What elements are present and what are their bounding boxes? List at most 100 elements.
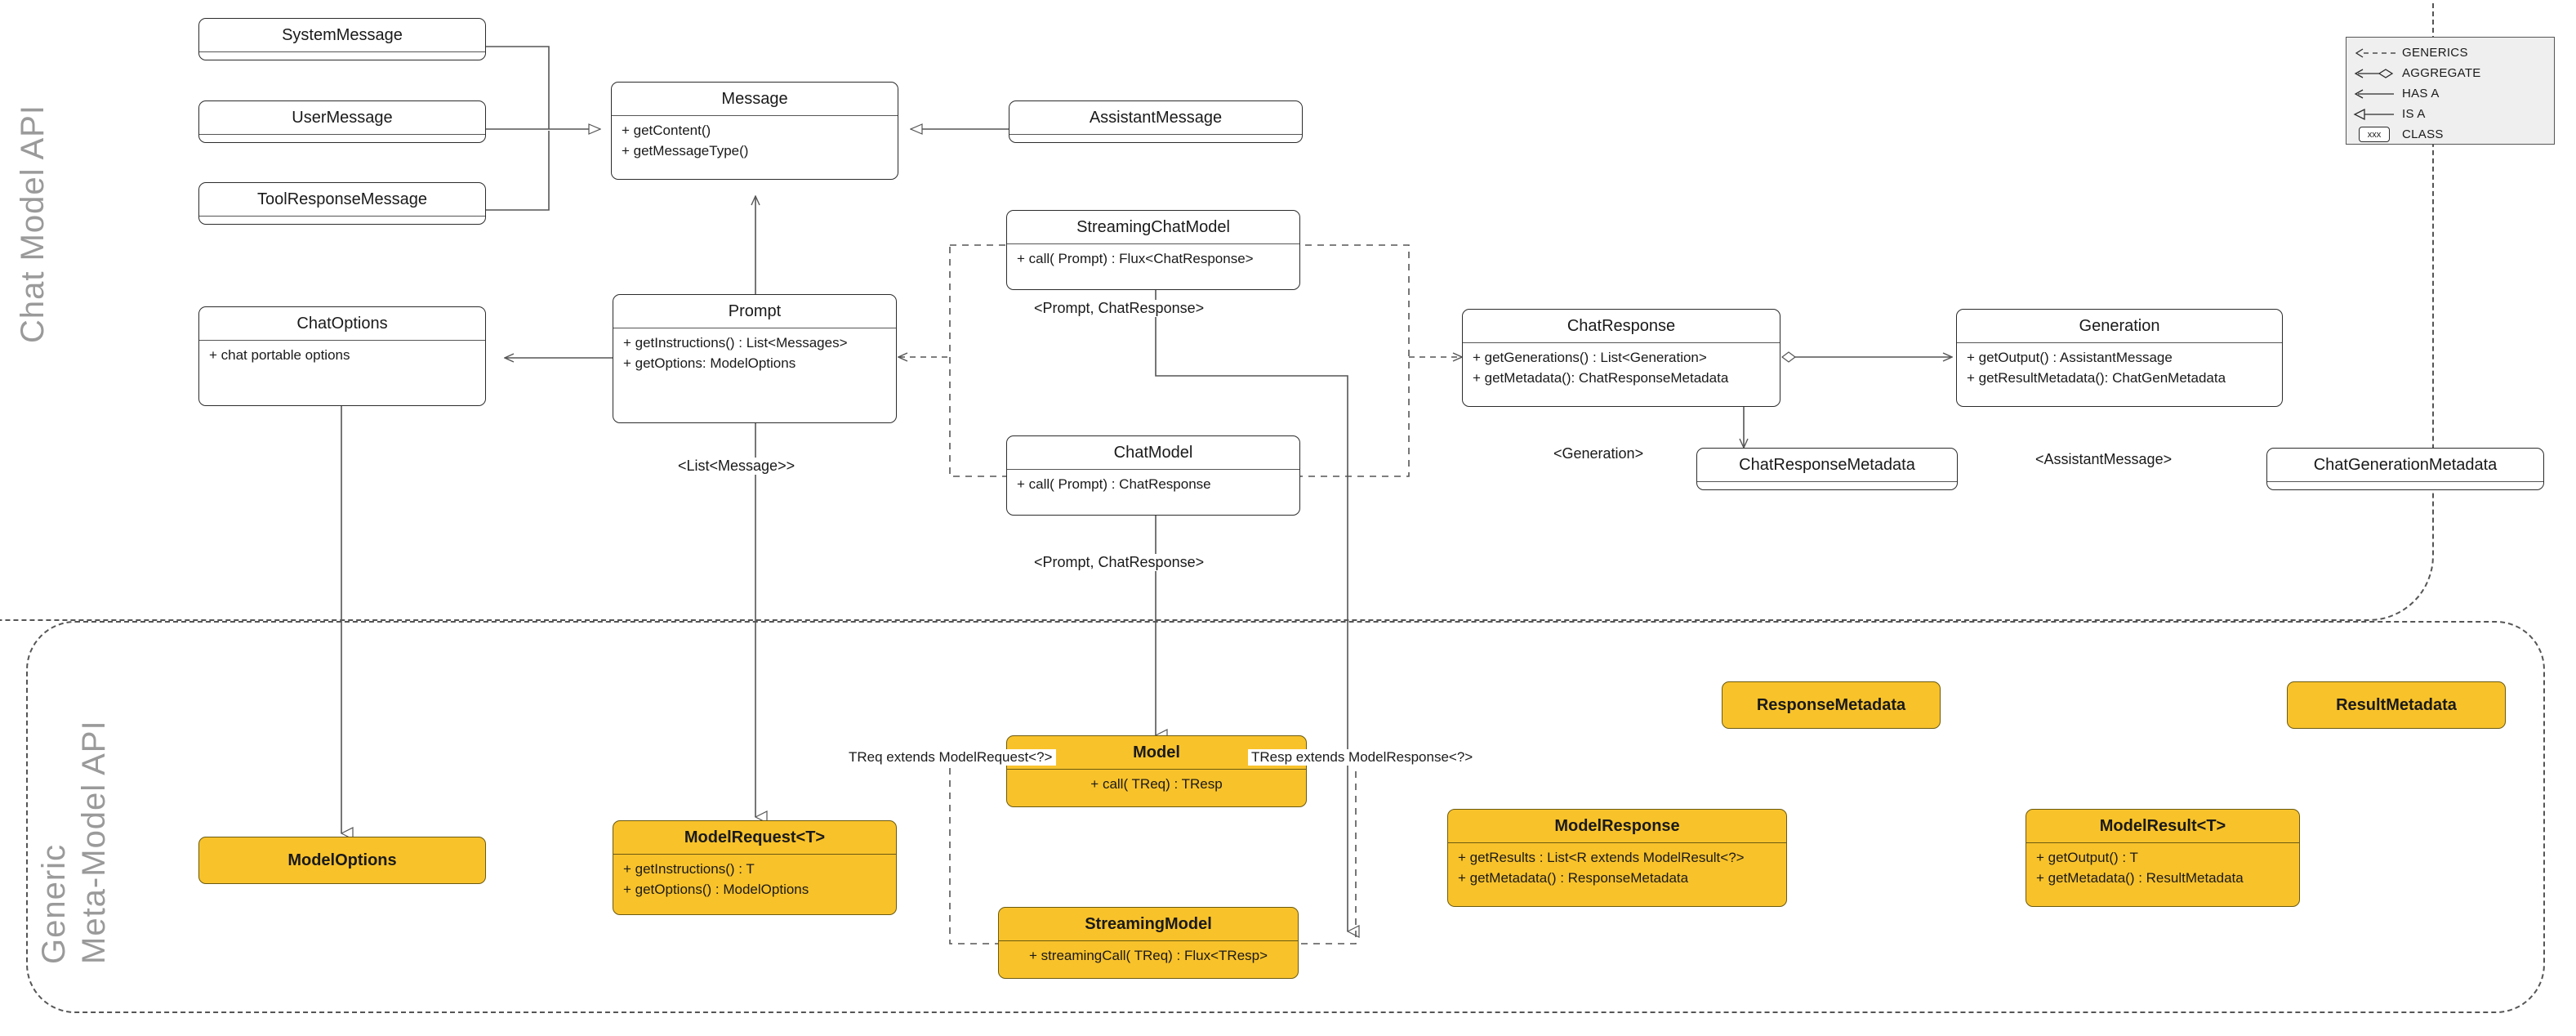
legend-label: HAS A — [2402, 87, 2440, 100]
group-label-chat-model-api: Chat Model API — [15, 105, 51, 343]
class-box-response-metadata[interactable]: ResponseMetadata — [1722, 681, 1941, 729]
class-name: Generation — [2079, 317, 2160, 335]
dashed-arrow-left-icon — [2346, 47, 2402, 59]
class-name: ChatGenerationMetadata — [2313, 456, 2498, 474]
legend-class-box-text: xxx — [2359, 127, 2390, 142]
class-box-model-options[interactable]: ModelOptions — [198, 837, 486, 884]
class-name: ResponseMetadata — [1756, 695, 1906, 714]
class-name: ModelResponse — [1554, 817, 1680, 835]
class-name: ChatResponseMetadata — [1739, 456, 1915, 474]
class-member: + getGenerations() : List<Generation> — [1473, 350, 1707, 365]
class-members: + getResults : List<R extends ModelResul… — [1448, 842, 1786, 906]
class-member: + streamingCall( TReq) : Flux<TResp> — [1028, 948, 1268, 963]
class-members — [2267, 481, 2543, 489]
class-box-chat-options[interactable]: ChatOptions + chat portable options — [198, 306, 486, 406]
class-box-user-message[interactable]: UserMessage — [198, 100, 486, 143]
arrow-diamond-left-icon — [2346, 67, 2402, 80]
class-member: + getOutput() : AssistantMessage — [1967, 350, 2173, 365]
edge-label-list-message: <List<Message>> — [675, 458, 799, 475]
group-label-line-1: Generic — [36, 843, 72, 964]
class-box-assistant-message[interactable]: AssistantMessage — [1009, 100, 1303, 143]
legend-label: IS A — [2402, 107, 2426, 121]
class-members: + call( Prompt) : Flux<ChatResponse> — [1007, 243, 1299, 289]
legend-label: AGGREGATE — [2402, 66, 2481, 80]
edge-label-assistant-message: <AssistantMessage> — [2032, 451, 2176, 468]
arrow-left-icon — [2346, 88, 2402, 100]
edge-label-tresp-extends: TResp extends ModelResponse<?> — [1248, 749, 1477, 766]
class-name: StreamingModel — [1085, 915, 1212, 933]
class-name: Message — [721, 90, 788, 108]
class-member: + getInstructions() : List<Messages> — [623, 335, 848, 351]
edge-label-treq-extends: TReq extends ModelRequest<?> — [845, 749, 1056, 766]
class-name: ModelResult<T> — [2099, 817, 2226, 835]
class-member: + call( Prompt) : ChatResponse — [1017, 476, 1211, 492]
legend-label: CLASS — [2402, 127, 2444, 141]
legend-row-is-a: IS A — [2346, 104, 2554, 124]
class-member: + getMetadata(): ChatResponseMetadata — [1473, 369, 1729, 386]
class-name: ChatOptions — [296, 315, 388, 333]
legend-row-generics: GENERICS — [2346, 42, 2554, 63]
class-box-system-message[interactable]: SystemMessage — [198, 18, 486, 60]
class-name: Prompt — [728, 302, 782, 320]
legend-row-has-a: HAS A — [2346, 83, 2554, 104]
class-name: ChatResponse — [1567, 317, 1676, 335]
class-name: ModelOptions — [287, 851, 397, 869]
legend-label: GENERICS — [2402, 46, 2468, 60]
class-box-model[interactable]: Model + call( TReq) : TResp — [1006, 735, 1307, 807]
class-members — [199, 51, 485, 60]
class-members — [199, 216, 485, 224]
class-member: + getMetadata() : ResultMetadata — [2036, 869, 2244, 886]
hollow-triangle-left-icon — [2346, 108, 2402, 121]
class-member: + getResultMetadata(): ChatGenMetadata — [1967, 369, 2226, 386]
edge-label-generation: <Generation> — [1550, 445, 1647, 462]
edge-label-prompt-chat-response-top: <Prompt, ChatResponse> — [1031, 300, 1208, 317]
class-member: + call( TReq) : TResp — [1090, 776, 1223, 792]
class-box-chat-response-metadata[interactable]: ChatResponseMetadata — [1696, 448, 1958, 490]
legend-row-class: xxx CLASS — [2346, 124, 2554, 145]
class-box-model-response[interactable]: ModelResponse + getResults : List<R exte… — [1447, 809, 1787, 907]
class-members: + call( TReq) : TResp — [1007, 769, 1306, 806]
class-members: + getOutput() : T + getMetadata() : Resu… — [2026, 842, 2299, 906]
class-box-generation[interactable]: Generation + getOutput() : AssistantMess… — [1956, 309, 2283, 407]
class-name: SystemMessage — [282, 26, 403, 44]
class-name: ToolResponseMessage — [257, 190, 427, 208]
class-member: + call( Prompt) : Flux<ChatResponse> — [1017, 251, 1254, 266]
class-members: + getInstructions() : T + getOptions() :… — [613, 854, 896, 914]
class-box-chat-model[interactable]: ChatModel + call( Prompt) : ChatResponse — [1006, 435, 1300, 516]
class-name: ResultMetadata — [2336, 695, 2457, 714]
class-member: + chat portable options — [209, 347, 350, 363]
class-members: + getGenerations() : List<Generation> + … — [1463, 342, 1780, 406]
class-member: + getMetadata() : ResponseMetadata — [1458, 869, 1689, 886]
edge-label-prompt-chat-response-bottom: <Prompt, ChatResponse> — [1031, 554, 1208, 571]
class-box-tool-response-message[interactable]: ToolResponseMessage — [198, 182, 486, 225]
class-box-model-result[interactable]: ModelResult<T> + getOutput() : T + getMe… — [2026, 809, 2300, 907]
class-name: ModelRequest<T> — [684, 828, 826, 846]
class-box-streaming-chat-model[interactable]: StreamingChatModel + call( Prompt) : Flu… — [1006, 210, 1300, 290]
class-member: + getOptions: ModelOptions — [623, 355, 796, 371]
class-members: + chat portable options — [199, 340, 485, 405]
class-box-model-request[interactable]: ModelRequest<T> + getInstructions() : T … — [613, 820, 897, 915]
class-name: AssistantMessage — [1089, 109, 1223, 127]
class-box-result-metadata[interactable]: ResultMetadata — [2287, 681, 2506, 729]
class-box-prompt[interactable]: Prompt + getInstructions() : List<Messag… — [613, 294, 897, 423]
legend-panel: GENERICS AGGREGATE HAS A — [2346, 37, 2555, 145]
class-name: StreamingChatModel — [1076, 218, 1230, 236]
class-box-chat-generation-metadata[interactable]: ChatGenerationMetadata — [2266, 448, 2544, 490]
class-box-streaming-model[interactable]: StreamingModel + streamingCall( TReq) : … — [998, 907, 1299, 979]
class-member: + getContent() — [622, 123, 711, 138]
class-box-message[interactable]: Message + getContent() + getMessageType(… — [611, 82, 898, 180]
group-frame-generic-meta-model-api — [26, 621, 2545, 1013]
class-box-chat-response[interactable]: ChatResponse + getGenerations() : List<G… — [1462, 309, 1780, 407]
class-members: + getOutput() : AssistantMessage + getRe… — [1957, 342, 2282, 406]
group-label-line-2: Meta-Model API — [76, 720, 112, 964]
class-name: UserMessage — [292, 109, 393, 127]
class-members: + getInstructions() : List<Messages> + g… — [613, 328, 896, 422]
class-members: + call( Prompt) : ChatResponse — [1007, 469, 1299, 515]
class-member: + getOutput() : T — [2036, 850, 2138, 865]
class-members — [1009, 134, 1302, 142]
legend-row-aggregate: AGGREGATE — [2346, 63, 2554, 83]
class-members: + streamingCall( TReq) : Flux<TResp> — [999, 940, 1298, 978]
group-frame-chat-model-api — [0, 0, 2434, 621]
class-members: + getContent() + getMessageType() — [612, 115, 898, 179]
